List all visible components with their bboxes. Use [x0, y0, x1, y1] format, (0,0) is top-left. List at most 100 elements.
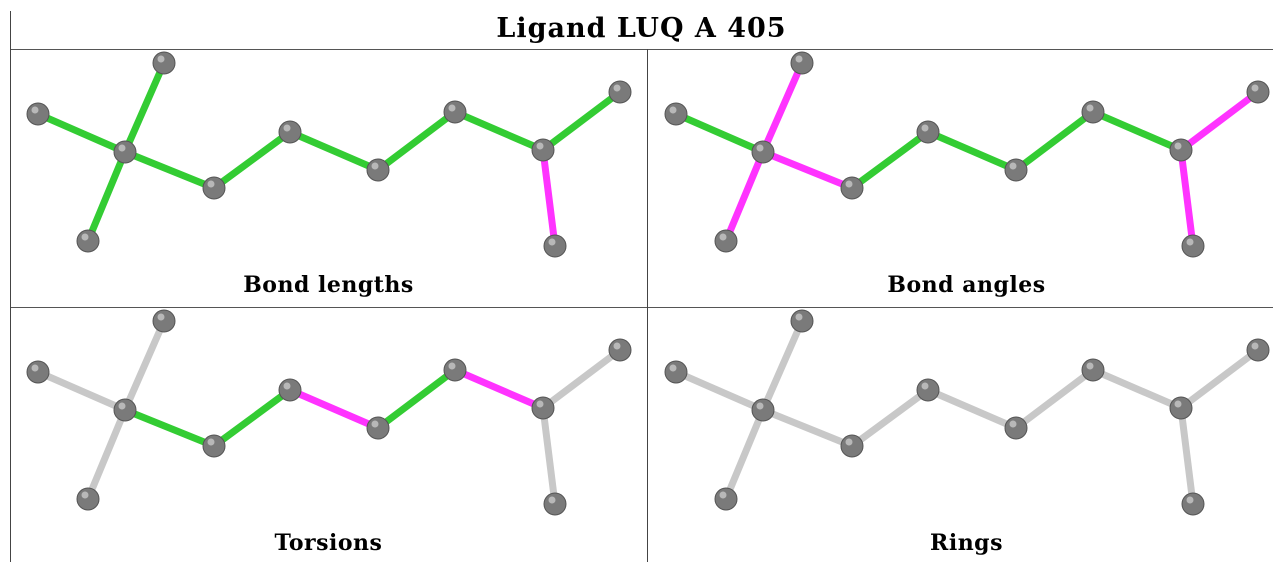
atom [366, 416, 390, 440]
atom-highlight [1251, 342, 1259, 350]
molecule-torsions [26, 309, 632, 516]
atom [664, 360, 688, 384]
bond [451, 108, 547, 154]
atom-highlight [118, 144, 126, 152]
bond [848, 386, 932, 450]
bond [1177, 346, 1262, 412]
bond [672, 368, 767, 414]
bond [121, 317, 168, 414]
bond [121, 59, 168, 156]
atom-highlight [157, 313, 165, 321]
atom [366, 158, 390, 182]
atom [664, 102, 688, 126]
atom-highlight [1009, 162, 1017, 170]
atom-highlight [81, 491, 89, 499]
atom [278, 378, 302, 402]
bond [759, 317, 806, 414]
bond [539, 404, 559, 508]
bond [1012, 108, 1097, 174]
bond [286, 128, 382, 174]
panel-rings: Rings [648, 308, 1273, 565]
bond [1089, 108, 1185, 154]
atom [790, 309, 814, 333]
atom-highlight [719, 491, 727, 499]
atom [26, 360, 50, 384]
atom-highlight [1251, 84, 1259, 92]
panel-torsions: Torsions [10, 308, 647, 565]
bond [451, 366, 547, 412]
atom [531, 396, 555, 420]
atom [916, 378, 940, 402]
bond [759, 406, 856, 450]
molecule-bond-lengths [26, 51, 632, 258]
atom-highlight [921, 124, 929, 132]
atom-highlight [31, 106, 39, 114]
atom-highlight [1174, 400, 1182, 408]
atom [790, 51, 814, 75]
atom [751, 140, 775, 164]
bond [759, 59, 806, 156]
atom [1246, 338, 1270, 362]
atom-highlight [536, 400, 544, 408]
divider-top [10, 49, 1273, 50]
atom [113, 398, 137, 422]
atom [76, 229, 100, 253]
atom-highlight [719, 233, 727, 241]
atom [714, 229, 738, 253]
atom-highlight [669, 106, 677, 114]
bond [374, 366, 459, 432]
atom [1169, 138, 1193, 162]
atom-highlight [795, 313, 803, 321]
atom-highlight [536, 142, 544, 150]
atom-highlight [448, 362, 456, 370]
bond [286, 386, 382, 432]
atom-highlight [845, 438, 853, 446]
bond [1177, 146, 1197, 250]
atom-highlight [207, 180, 215, 188]
bond [210, 386, 294, 450]
bond [210, 128, 294, 192]
bond [84, 148, 129, 245]
atom-highlight [1186, 238, 1194, 246]
atom [113, 140, 137, 164]
atom-highlight [81, 233, 89, 241]
atom [1081, 358, 1105, 382]
atom-highlight [1086, 104, 1094, 112]
atom [278, 120, 302, 144]
atom-highlight [795, 55, 803, 63]
atom [1004, 158, 1028, 182]
atom [608, 338, 632, 362]
atom-highlight [921, 382, 929, 390]
atom-highlight [283, 382, 291, 390]
bond [121, 406, 218, 450]
atom-highlight [283, 124, 291, 132]
atom [531, 138, 555, 162]
bond [1012, 366, 1097, 432]
atom-highlight [1174, 142, 1182, 150]
atom-highlight [1009, 420, 1017, 428]
atom [1004, 416, 1028, 440]
atom-highlight [371, 162, 379, 170]
atom-highlight [548, 238, 556, 246]
bond [722, 406, 767, 503]
atom-highlight [613, 342, 621, 350]
atom-highlight [669, 364, 677, 372]
atom [543, 234, 567, 258]
atom-highlight [548, 496, 556, 504]
atom [1181, 492, 1205, 516]
bond [374, 108, 459, 174]
figure-frame: Ligand LUQ A 405 Bond lengths Bond angle… [10, 11, 1273, 562]
bond [539, 346, 624, 412]
atom [608, 80, 632, 104]
atom [1181, 234, 1205, 258]
atom-highlight [756, 144, 764, 152]
bond [759, 148, 856, 192]
panel-bond-lengths: Bond lengths [10, 50, 647, 307]
bond [722, 148, 767, 245]
atom [152, 51, 176, 75]
atom-highlight [118, 402, 126, 410]
atom-highlight [613, 84, 621, 92]
panel-caption: Rings [930, 530, 1003, 556]
atom-highlight [157, 55, 165, 63]
bond [924, 386, 1020, 432]
